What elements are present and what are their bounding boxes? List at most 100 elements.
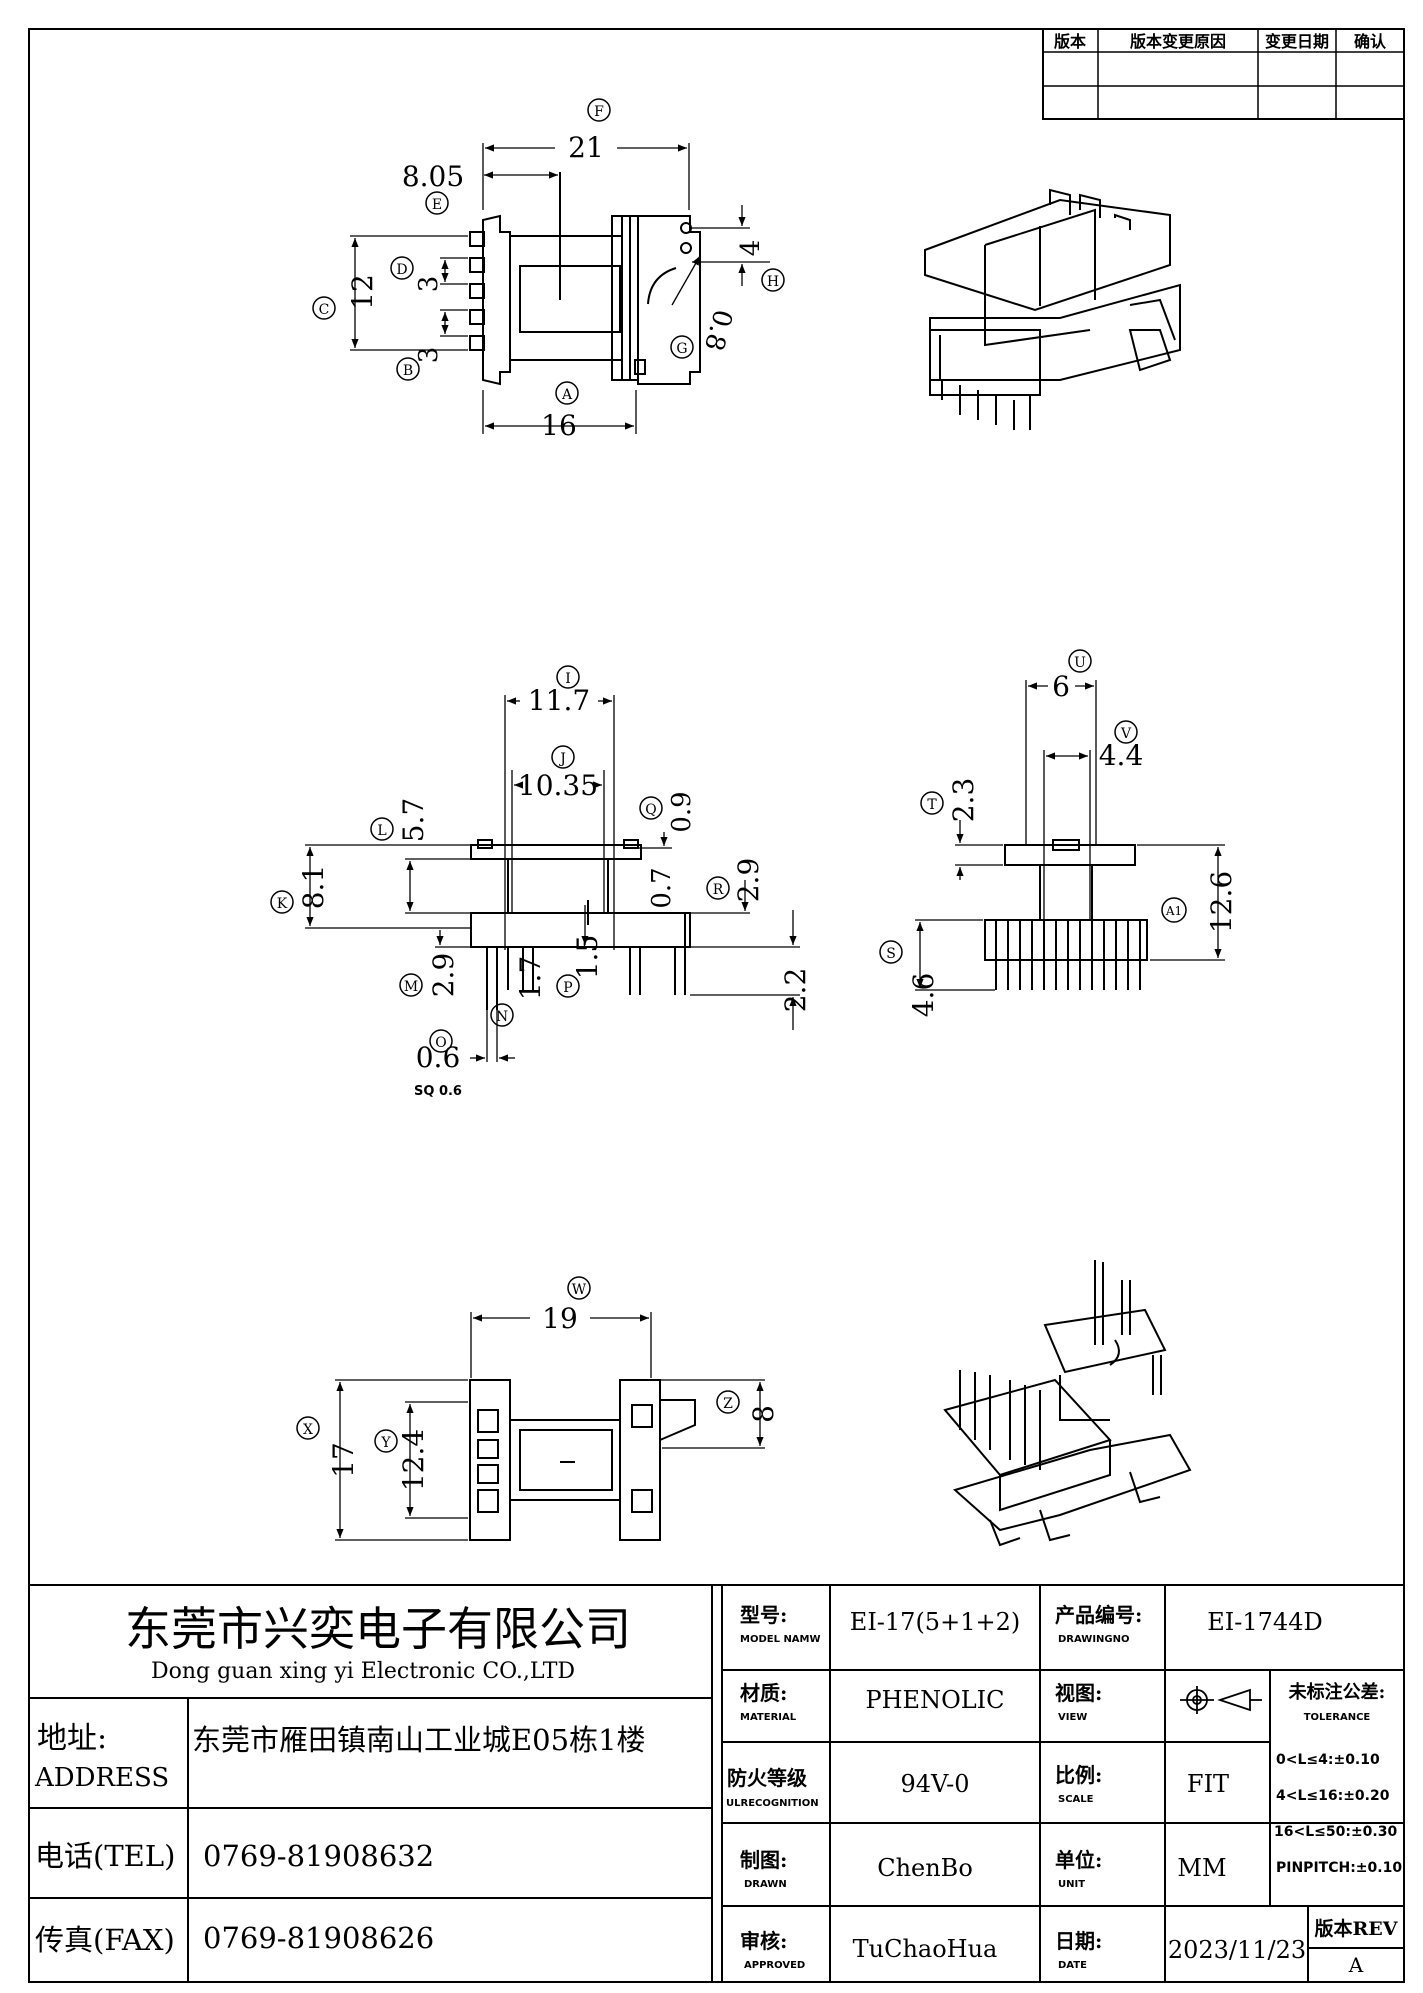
tolerance-line-3: 16<L≤50:±0.30 bbox=[1274, 1824, 1397, 1840]
dim-1-7: 1.7 bbox=[514, 956, 547, 1001]
fire-value: 94V-0 bbox=[900, 1770, 969, 1798]
balloon-Y bbox=[374, 1429, 398, 1453]
top-view: 21 F 8.05 E 12 C 3 D 3 B 16 A bbox=[312, 98, 785, 442]
dim-3-bottom: 3 bbox=[414, 347, 444, 364]
rev-label: 版本REV bbox=[1314, 1917, 1398, 1940]
projection-symbol-icon bbox=[1180, 1686, 1262, 1714]
fire-label-cn: 防火等级 bbox=[727, 1766, 807, 1790]
unit-label-cn: 单位: bbox=[1055, 1848, 1102, 1872]
address-label-cn: 地址: bbox=[37, 1721, 107, 1756]
rev-header-version: 版本 bbox=[1053, 32, 1086, 51]
rev-header-date: 变更日期 bbox=[1265, 32, 1329, 51]
drawing-value: EI-1744D bbox=[1207, 1608, 1322, 1636]
balloon-K-label: K bbox=[277, 896, 288, 912]
balloon-E bbox=[425, 191, 449, 215]
dim-12-6: 12.6 bbox=[1205, 871, 1238, 933]
rev-header-reason: 版本变更原因 bbox=[1129, 32, 1226, 51]
balloon-V-label: V bbox=[1120, 726, 1132, 742]
balloon-H bbox=[761, 268, 785, 292]
balloon-J bbox=[551, 745, 575, 769]
dim-0-9: 0.9 bbox=[667, 791, 697, 832]
dim-4-4: 4.4 bbox=[1099, 739, 1144, 772]
balloon-C bbox=[312, 296, 336, 320]
side-view: 6 U 4.4 V 2.3 T 12.6 A1 4.6 S bbox=[879, 649, 1238, 1018]
approved-label-cn: 审核: bbox=[740, 1929, 787, 1953]
balloon-T-label: T bbox=[927, 797, 937, 813]
dim-2-9-left: 2.9 bbox=[427, 953, 460, 998]
view-label-en: VIEW bbox=[1058, 1712, 1087, 1723]
balloon-O bbox=[429, 1029, 453, 1053]
material-value: PHENOLIC bbox=[865, 1686, 1004, 1714]
balloon-D bbox=[390, 256, 414, 280]
balloon-X bbox=[296, 1416, 320, 1440]
dim-8-1: 8.1 bbox=[297, 865, 330, 910]
dim-0-7: 0.7 bbox=[647, 867, 677, 908]
dim-6: 6 bbox=[1052, 670, 1070, 703]
dim-11-7: 11.7 bbox=[528, 684, 590, 717]
model-label-en: MODEL NAMW bbox=[740, 1634, 821, 1645]
fax-value: 0769-81908626 bbox=[203, 1921, 434, 1955]
dim-2-3: 2.3 bbox=[947, 778, 980, 823]
tolerance-line-4: PINPITCH:±0.10 bbox=[1276, 1860, 1402, 1876]
balloon-Y-label: Y bbox=[380, 1435, 391, 1451]
balloon-A bbox=[555, 381, 579, 405]
balloon-I-label: I bbox=[565, 671, 571, 687]
dim-10-35: 10.35 bbox=[518, 769, 598, 802]
balloon-R bbox=[706, 876, 730, 900]
balloon-U bbox=[1068, 649, 1092, 673]
front-view-outline bbox=[470, 839, 691, 1010]
dim-3-top: 3 bbox=[414, 276, 444, 293]
material-label-en: MATERIAL bbox=[740, 1712, 797, 1723]
date-value: 2023/11/23 bbox=[1168, 1936, 1306, 1964]
bottom-view: 19 W 17 X 12.4 Y 8 Z bbox=[296, 1276, 780, 1541]
balloon-M bbox=[399, 973, 423, 997]
balloon-Q-label: Q bbox=[645, 802, 656, 818]
balloon-D-label: D bbox=[396, 262, 407, 278]
dim-8-05: 8.05 bbox=[402, 160, 464, 193]
dim-21: 21 bbox=[568, 131, 604, 164]
dim-2-9-right: 2.9 bbox=[732, 858, 765, 903]
drawing-label-cn: 产品编号: bbox=[1055, 1603, 1142, 1627]
bottom-view-outline bbox=[469, 1379, 696, 1541]
tolerance-title-en: TOLERANCE bbox=[1304, 1712, 1371, 1723]
dim-12-4: 12.4 bbox=[397, 1429, 430, 1491]
material-label-cn: 材质: bbox=[740, 1681, 787, 1705]
balloon-U-label: U bbox=[1074, 655, 1086, 671]
tolerance-title-cn: 未标注公差: bbox=[1289, 1681, 1386, 1703]
company-name-en: Dong guan xing yi Electronic CO.,LTD bbox=[151, 1659, 575, 1684]
scale-value: FIT bbox=[1187, 1770, 1229, 1798]
balloon-O-label: O bbox=[435, 1035, 446, 1051]
balloon-N-label: N bbox=[496, 1009, 508, 1025]
isometric-view-top bbox=[924, 188, 1181, 430]
top-view-outline bbox=[469, 172, 701, 386]
dim-17: 17 bbox=[327, 1442, 360, 1478]
dim-4-6: 4.6 bbox=[907, 973, 940, 1018]
balloon-P bbox=[556, 974, 580, 998]
unit-label-en: UNIT bbox=[1058, 1879, 1085, 1890]
approved-value: TuChaoHua bbox=[853, 1935, 998, 1963]
unit-value: MM bbox=[1177, 1854, 1226, 1882]
balloon-H-label: H bbox=[767, 274, 779, 290]
balloon-Z-label: Z bbox=[723, 1396, 733, 1412]
balloon-C-label: C bbox=[319, 302, 330, 318]
balloon-B-label: B bbox=[403, 363, 413, 379]
side-view-outline bbox=[984, 839, 1148, 990]
revision-table: 版本 版本变更原因 变更日期 确认 bbox=[1042, 28, 1405, 120]
dim-8: 8 bbox=[747, 1405, 780, 1423]
balloon-Z bbox=[716, 1390, 740, 1414]
tolerance-line-2: 4<L≤16:±0.20 bbox=[1276, 1788, 1390, 1804]
dim-16: 16 bbox=[541, 409, 577, 442]
balloon-G-label: G bbox=[676, 341, 687, 357]
view-label-cn: 视图: bbox=[1055, 1681, 1102, 1705]
dim-12: 12 bbox=[346, 274, 379, 310]
balloon-S-label: S bbox=[886, 946, 896, 962]
balloon-M-label: M bbox=[404, 979, 418, 995]
balloon-G bbox=[670, 335, 694, 359]
approved-label-en: APPROVED bbox=[744, 1960, 805, 1971]
rev-value: A bbox=[1348, 1953, 1364, 1977]
balloon-A1-label: A1 bbox=[1165, 904, 1182, 918]
address-label-en: ADDRESS bbox=[34, 1763, 169, 1793]
balloon-R-label: R bbox=[713, 882, 724, 898]
dim-19: 19 bbox=[542, 1302, 578, 1335]
